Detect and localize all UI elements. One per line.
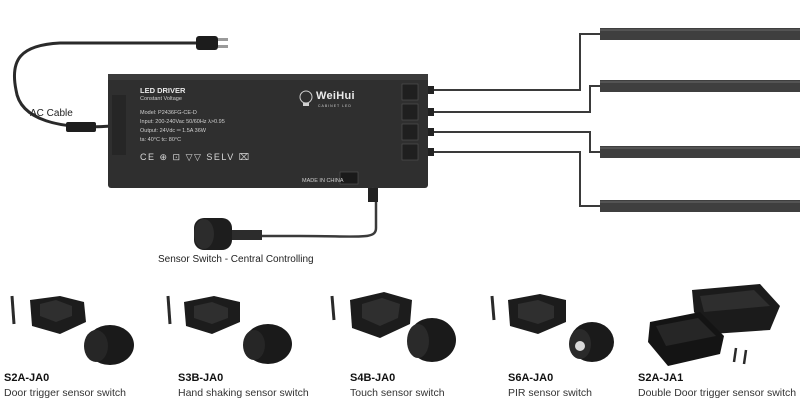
output-connectors xyxy=(426,86,434,156)
brand-bulb-icon xyxy=(299,90,313,106)
central-sensor-switch xyxy=(194,218,262,250)
product-description: Double Door trigger sensor switch xyxy=(638,387,797,399)
driver-output-ports xyxy=(401,83,419,161)
product-description: Touch sensor switch xyxy=(350,387,445,399)
ac-plug xyxy=(196,36,228,50)
product-description: PIR sensor switch xyxy=(508,387,593,399)
product-code: S6A-JA0 xyxy=(508,372,554,384)
product-s6a-ja0-illustration xyxy=(490,294,614,362)
led-profile xyxy=(600,80,800,92)
led-profile xyxy=(600,28,800,40)
led-profile xyxy=(600,146,800,158)
driver-temperature: ta: 40°C tc: 80°C xyxy=(140,137,182,143)
driver-model: Model: P2436FG-CE-D xyxy=(140,110,197,116)
product-code: S2A-JA1 xyxy=(638,372,684,384)
brand-subtitle: CABINET LED xyxy=(318,104,352,108)
driver-input-spec: Input: 200-240Vac 50/60Hz λ>0.95 xyxy=(140,119,225,125)
led-driver-body xyxy=(108,74,428,188)
product-s3b-ja0-illustration xyxy=(166,295,292,364)
driver-subtitle: Constant Voltage xyxy=(140,96,182,102)
output-wires xyxy=(430,33,600,207)
product-code: S4B-JA0 xyxy=(350,372,396,384)
ac-cable-label: AC Cable xyxy=(30,108,73,119)
product-s2a-ja0-illustration xyxy=(10,295,134,365)
made-in-label: MADE IN CHINA xyxy=(302,178,344,184)
product-s4b-ja0-illustration xyxy=(330,292,456,362)
product-code: S2A-JA0 xyxy=(4,372,50,384)
product-code: S3B-JA0 xyxy=(178,372,224,384)
product-description: Door trigger sensor switch xyxy=(4,387,126,399)
sensor-port xyxy=(339,171,359,185)
product-s2a-ja1-illustration xyxy=(648,284,780,366)
led-strip-profiles xyxy=(600,28,800,212)
brand-name: WeiHui xyxy=(316,90,355,102)
certification-marks: CE ⊕ ⊡ ▽▽ SELV ⌧ xyxy=(140,152,251,162)
product-description: Hand shaking sensor switch xyxy=(178,387,309,399)
driver-title: LED DRIVER xyxy=(140,86,186,95)
ac-cable-connector xyxy=(66,122,96,132)
sensor-cable xyxy=(262,187,378,238)
sensor-switch-caption: Sensor Switch - Central Controlling xyxy=(158,254,314,265)
driver-output-spec: Output: 24Vdc ═ 1.5A 36W xyxy=(140,128,206,134)
led-profile xyxy=(600,200,800,212)
